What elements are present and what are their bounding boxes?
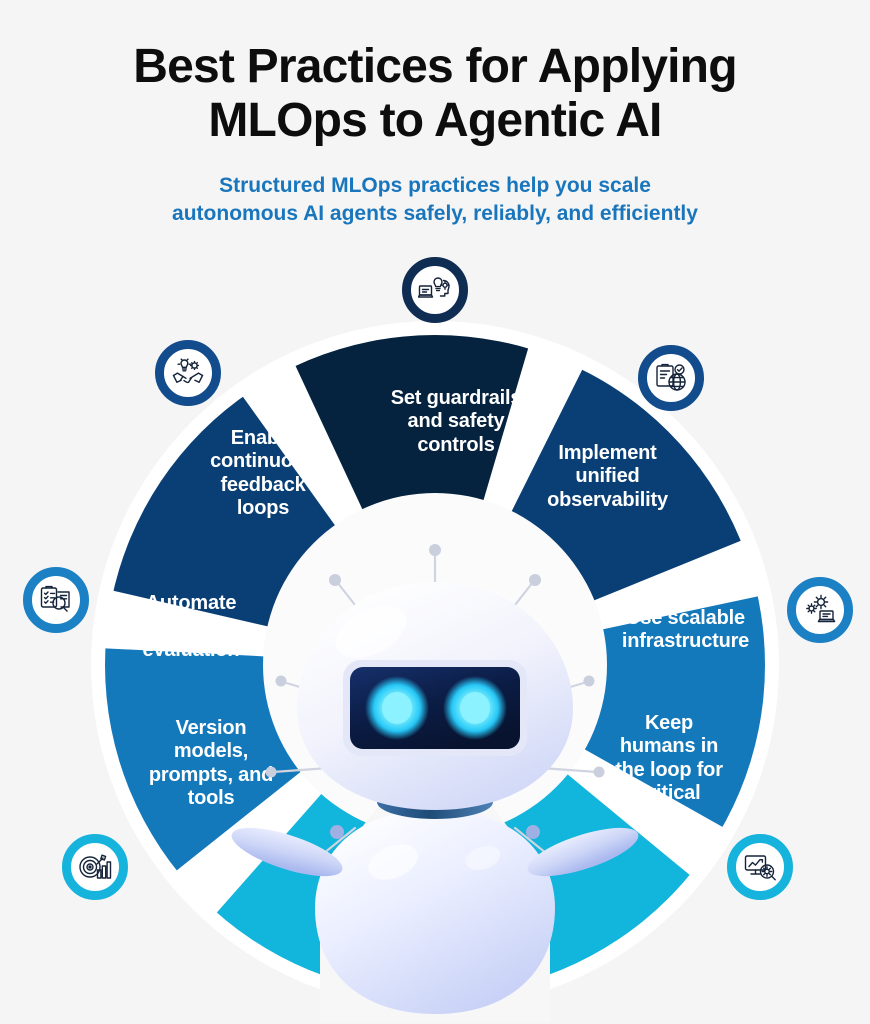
handshake-lightbulb-gear-icon xyxy=(172,358,204,384)
badge-use-scalable-infrastructure[interactable] xyxy=(787,577,853,643)
title-line-2: MLOps to Agentic AI xyxy=(208,93,662,147)
badge-set-guardrails[interactable] xyxy=(402,257,468,323)
badge-enable-feedback-loops[interactable] xyxy=(155,340,221,406)
page-subtitle: Structured MLOps practices help you scal… xyxy=(0,172,870,228)
badge-keep-humans-in-loop[interactable] xyxy=(727,834,793,900)
target-bar-chart-icon xyxy=(79,854,112,879)
wheel-segment-set-guardrails[interactable] xyxy=(282,238,651,665)
badge-version-models[interactable] xyxy=(62,834,128,900)
clipboard-checklist-magnifier-icon xyxy=(40,585,70,612)
badge-implement-observability[interactable] xyxy=(638,345,704,411)
subtitle-line-1: Structured MLOps practices help you scal… xyxy=(219,173,651,197)
badge-automate-agent-evaluation[interactable] xyxy=(23,567,89,633)
mlops-practices-wheel: Set guardrails and safety controls Imple… xyxy=(23,257,853,1024)
title-line-1: Best Practices for Applying xyxy=(133,40,737,93)
laptop-lightbulb-head-icon xyxy=(418,277,450,298)
subtitle-line-2: autonomous AI agents safely, reliably, a… xyxy=(172,201,698,225)
monitor-chart-magnifier-icon xyxy=(744,855,776,881)
clipboard-globe-check-icon xyxy=(656,363,686,391)
gears-laptop-icon xyxy=(806,594,836,623)
